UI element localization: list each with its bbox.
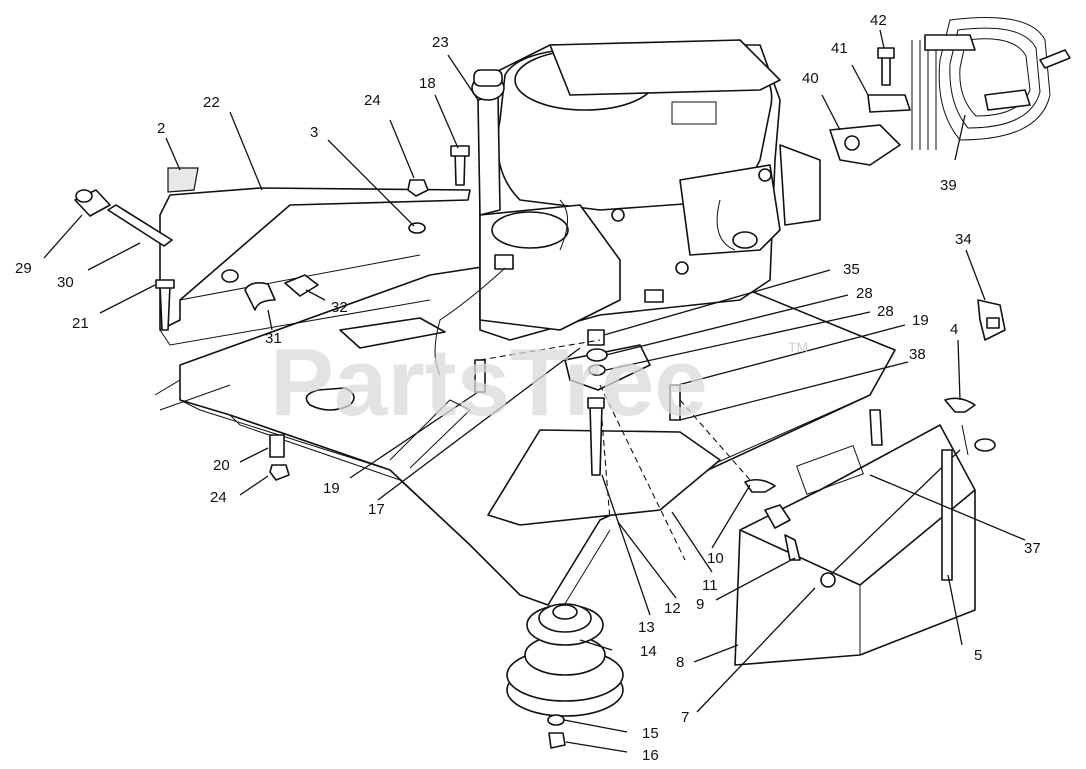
callout-15: 15 [642,725,659,742]
callout-10: 10 [707,550,724,567]
callout-28-b: 28 [877,303,894,320]
callout-3: 3 [310,124,318,141]
callout-31: 31 [265,330,282,347]
watermark: PartsTree TM [270,329,808,436]
callout-40: 40 [802,70,819,87]
callout-38: 38 [909,346,926,363]
callout-35: 35 [843,261,860,278]
callout-2: 2 [157,120,165,137]
callout-9: 9 [696,596,704,613]
pulley [506,603,624,717]
callout-37: 37 [1024,540,1041,557]
callout-42: 42 [870,12,887,29]
callout-28-a: 28 [856,285,873,302]
callout-23: 23 [432,34,449,51]
watermark-tm: TM [788,339,808,355]
lift-bracket [159,187,471,331]
callout-30: 30 [57,274,74,291]
muffler-guard [911,17,1071,150]
callout-18: 18 [419,75,436,92]
callout-14: 14 [640,643,657,660]
callout-17: 17 [368,501,385,518]
leader-lines [43,29,1026,753]
callout-19-right: 19 [912,312,929,329]
spacer-tube [74,189,111,217]
callout-34: 34 [955,231,972,248]
exploded-view-drawing [43,17,1071,753]
watermark-text: PartsTree [270,329,708,436]
callout-29: 29 [15,260,32,277]
callout-11: 11 [702,577,718,594]
shaft [107,204,173,247]
callout-19-left: 19 [323,480,340,497]
engine [434,39,821,376]
callout-21: 21 [72,315,89,332]
callout-39: 39 [940,177,957,194]
callout-7: 7 [681,709,689,726]
callout-24-top: 24 [364,92,381,109]
callout-32: 32 [331,299,348,316]
callout-22: 22 [203,94,220,111]
callout-labels: 2 22 29 30 21 31 32 3 24 18 23 20 24 19 … [15,12,1041,764]
battery [734,424,976,666]
callout-12: 12 [664,600,681,617]
callout-8: 8 [676,654,684,671]
callout-5: 5 [974,647,982,664]
callout-16: 16 [642,747,659,764]
callout-41: 41 [831,40,848,57]
callout-13: 13 [638,619,655,636]
callout-4: 4 [950,321,958,338]
callout-20: 20 [213,457,230,474]
callout-24-bottom: 24 [210,489,227,506]
